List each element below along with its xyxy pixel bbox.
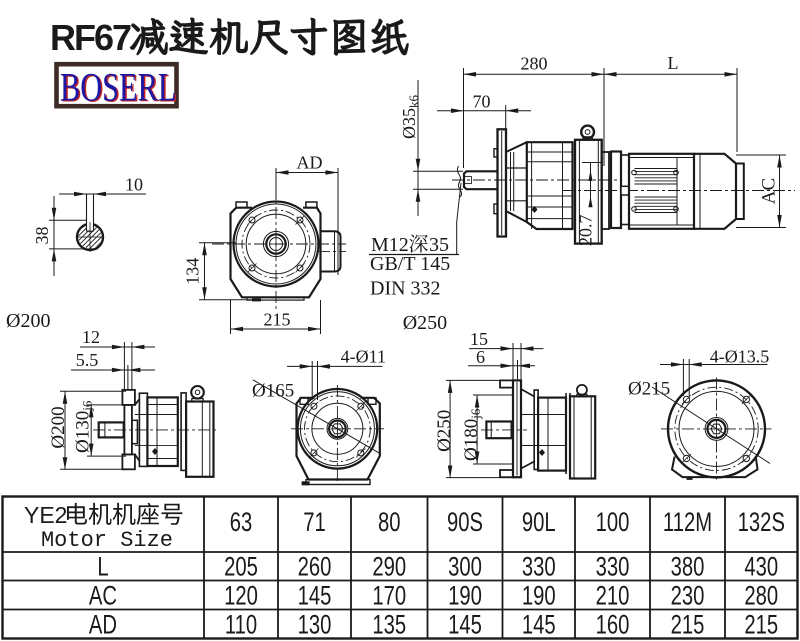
svg-text:L: L: [668, 53, 679, 73]
svg-text:130: 130: [298, 610, 332, 641]
svg-text:280: 280: [521, 54, 548, 74]
svg-text:AD: AD: [297, 153, 323, 173]
svg-text:70: 70: [473, 92, 491, 112]
svg-text:145: 145: [298, 581, 332, 612]
svg-text:215: 215: [744, 610, 778, 641]
svg-text:4-Ø11: 4-Ø11: [341, 347, 386, 367]
svg-text:Ø215: Ø215: [628, 379, 670, 400]
svg-text:300: 300: [448, 552, 482, 583]
svg-text:145: 145: [448, 610, 482, 641]
svg-text:145: 145: [522, 610, 556, 641]
svg-text:170: 170: [372, 581, 406, 612]
svg-text:Ø165: Ø165: [252, 381, 294, 402]
svg-text:90L: 90L: [522, 507, 556, 538]
svg-text:M12: M12: [371, 234, 409, 256]
svg-text:280: 280: [744, 581, 778, 612]
svg-text:AD: AD: [89, 610, 117, 641]
svg-text:100: 100: [596, 507, 630, 538]
svg-text:6: 6: [476, 347, 485, 367]
svg-text:430: 430: [744, 552, 778, 583]
svg-text:DIN 332: DIN 332: [370, 278, 441, 300]
svg-text:38: 38: [32, 227, 52, 245]
svg-text:80: 80: [378, 507, 401, 538]
svg-text:12: 12: [82, 327, 100, 347]
svg-text:110: 110: [225, 610, 257, 641]
svg-text:260: 260: [298, 552, 332, 583]
svg-text:Ø130j6: Ø130j6: [73, 400, 95, 453]
svg-text:5.5: 5.5: [76, 350, 99, 370]
svg-text:215: 215: [671, 610, 705, 641]
svg-text:Ø250: Ø250: [403, 312, 447, 334]
svg-text:112M: 112M: [663, 507, 712, 538]
svg-text:330: 330: [522, 552, 556, 583]
svg-text:210: 210: [596, 581, 630, 612]
svg-text:90S: 90S: [447, 507, 483, 538]
svg-text:215: 215: [264, 310, 291, 330]
svg-text:YE2: YE2: [24, 502, 67, 528]
svg-text:L: L: [97, 552, 108, 583]
svg-text:AC: AC: [89, 581, 117, 612]
svg-text:BOSERL: BOSERL: [60, 64, 176, 109]
svg-text:190: 190: [448, 581, 482, 612]
svg-text:BOSERL: BOSERL: [62, 65, 178, 110]
svg-text:190: 190: [522, 581, 556, 612]
svg-text:134: 134: [183, 258, 203, 285]
svg-text:290: 290: [372, 552, 406, 583]
svg-text:10: 10: [125, 175, 143, 195]
svg-text:Motor Size: Motor Size: [41, 528, 173, 553]
svg-text:132S: 132S: [738, 507, 785, 538]
svg-text:160: 160: [596, 610, 630, 641]
svg-text:135: 135: [372, 610, 406, 641]
svg-text:Ø200: Ø200: [48, 406, 69, 448]
svg-text:330: 330: [596, 552, 630, 583]
svg-text:205: 205: [224, 552, 258, 583]
svg-text:380: 380: [671, 552, 705, 583]
svg-text:Ø250: Ø250: [434, 410, 455, 452]
svg-text:Ø180j6: Ø180j6: [461, 408, 483, 461]
svg-text:20.7: 20.7: [576, 215, 596, 247]
svg-text:35: 35: [429, 234, 449, 256]
svg-text:AC: AC: [759, 178, 780, 204]
svg-text:GB/T 145: GB/T 145: [370, 253, 450, 275]
svg-text:71: 71: [303, 507, 326, 538]
svg-text:Ø200: Ø200: [6, 310, 50, 332]
svg-text:230: 230: [671, 581, 705, 612]
svg-text:RF67: RF67: [50, 17, 131, 58]
svg-text:Ø35k6: Ø35k6: [399, 95, 421, 140]
svg-text:15: 15: [470, 329, 488, 349]
svg-text:4-Ø13.5: 4-Ø13.5: [710, 347, 770, 367]
svg-text:63: 63: [230, 507, 253, 538]
svg-text:120: 120: [224, 581, 258, 612]
